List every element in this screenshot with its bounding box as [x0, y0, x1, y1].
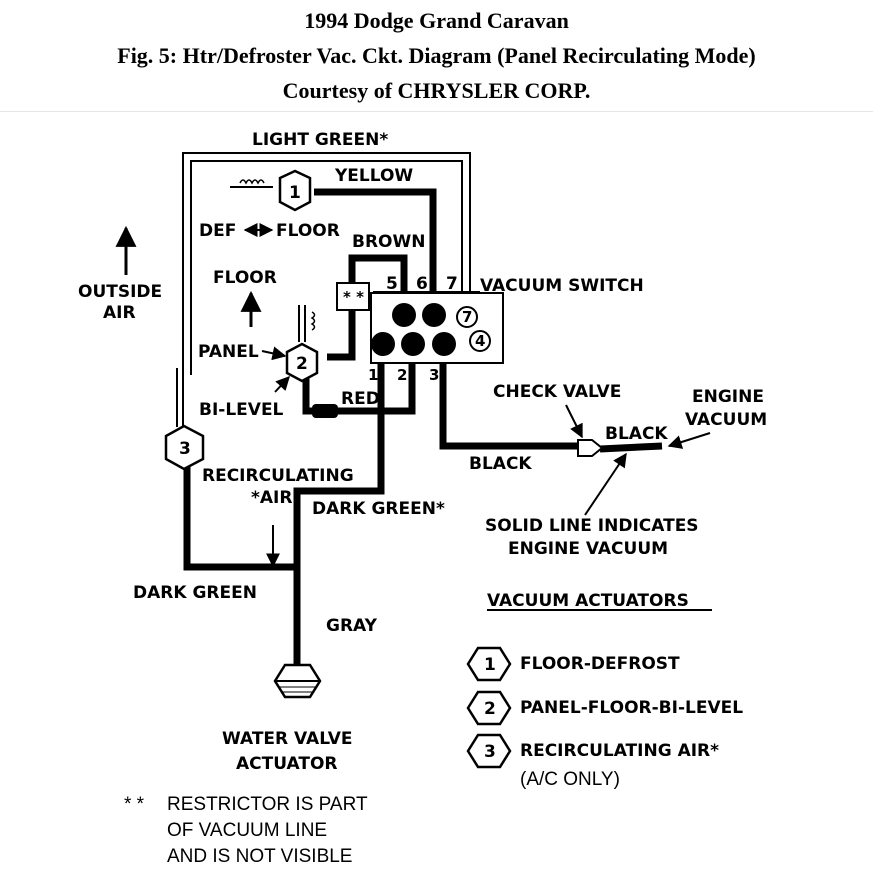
- black-left-label: BLACK: [469, 454, 532, 474]
- solid-line-label-1: SOLID LINE INDICATES: [485, 516, 699, 536]
- floor-dest-label: FLOOR: [276, 221, 340, 241]
- restrictor-footnote: * * RESTRICTOR IS PART OF VACUUM LINE AN…: [124, 794, 368, 867]
- port-4-ring-label: 4: [475, 332, 485, 350]
- legend-title: VACUUM ACTUATORS: [487, 591, 689, 611]
- port-6: [422, 303, 446, 327]
- port-5: [392, 303, 416, 327]
- recirculating-air-label: *AIR: [251, 488, 292, 508]
- port-5-label: 5: [386, 274, 398, 294]
- actuator-2: 2: [285, 305, 319, 383]
- dark-green-star-line: [293, 350, 385, 567]
- restrictor-box-label: * *: [343, 288, 364, 306]
- solid-line-arrow: [584, 452, 627, 516]
- legend-num-3: 3: [484, 742, 496, 762]
- legend-label-3: RECIRCULATING AIR*: [520, 741, 719, 761]
- engine-vacuum-arrow: [667, 432, 711, 449]
- port-3-label: 3: [429, 366, 439, 384]
- yellow-label: YELLOW: [334, 166, 413, 186]
- footnote-marker: * *: [124, 794, 145, 815]
- restrictor-box: * *: [336, 282, 370, 311]
- brown-line-lower: [327, 310, 356, 361]
- outside-air-label-1: OUTSIDE: [78, 282, 162, 302]
- actuator-3-label: 3: [179, 439, 191, 459]
- port-4-ring: [469, 330, 491, 352]
- actuator-1: 1: [230, 169, 312, 212]
- legend-hex-2: [466, 690, 512, 726]
- footnote-line-1: RESTRICTOR IS PART: [167, 794, 368, 815]
- vacuum-switch-label: VACUUM SWITCH: [480, 276, 644, 296]
- figure-caption: Fig. 5: Htr/Defroster Vac. Ckt. Diagram …: [117, 43, 756, 68]
- legend-num-2: 2: [484, 699, 496, 719]
- port-2-label: 2: [397, 366, 407, 384]
- port-3: [432, 332, 456, 356]
- engine-vacuum-line: [599, 442, 663, 453]
- def-label: DEF: [199, 221, 236, 241]
- legend-label-1: FLOOR-DEFROST: [520, 654, 680, 674]
- bi-level-arrow: [274, 375, 290, 393]
- solid-line-label-2: ENGINE VACUUM: [508, 539, 668, 559]
- figure-title-vehicle: 1994 Dodge Grand Caravan: [304, 8, 569, 33]
- footnote-line-3: AND IS NOT VISIBLE: [167, 846, 352, 867]
- port-7-ring-label: 7: [462, 308, 472, 326]
- recirculating-label: RECIRCULATING: [202, 466, 354, 486]
- footnote-line-2: OF VACUUM LINE: [167, 820, 327, 841]
- engine-vacuum-label-1: ENGINE: [692, 387, 764, 407]
- engine-vacuum-label-2: VACUUM: [685, 410, 767, 430]
- check-valve-arrow: [565, 404, 583, 439]
- port-1: [371, 332, 395, 356]
- yellow-line: [314, 188, 437, 312]
- panel-label: PANEL: [198, 342, 259, 362]
- water-valve-label-2: ACTUATOR: [236, 754, 338, 774]
- red-label: RED: [341, 389, 380, 409]
- actuator-2-label: 2: [296, 354, 308, 374]
- port-2: [401, 332, 425, 356]
- light-green-label: LIGHT GREEN*: [252, 130, 388, 150]
- water-valve-label-1: WATER VALVE: [222, 729, 352, 749]
- legend-num-1: 1: [484, 655, 496, 675]
- black-vacuum-line: [439, 350, 580, 450]
- port-7-label: 7: [446, 274, 458, 294]
- check-valve-label: CHECK VALVE: [493, 382, 621, 402]
- red-line: [302, 350, 416, 415]
- red-line-restrictor: [312, 404, 338, 418]
- dark-green-star-label: DARK GREEN*: [312, 499, 445, 519]
- check-valve: [577, 439, 604, 457]
- actuator-legend: VACUUM ACTUATORS 1 FLOOR-DEFROST 2 PANEL…: [466, 591, 743, 790]
- black-right-label: BLACK: [605, 424, 668, 444]
- port-6-label: 6: [416, 274, 428, 294]
- water-valve-actuator: [273, 663, 322, 699]
- brown-label: BROWN: [352, 232, 425, 252]
- floor-label: FLOOR: [213, 268, 277, 288]
- legend-hex-1: [466, 646, 512, 682]
- figure-credit: Courtesy of CHRYSLER CORP.: [282, 78, 591, 103]
- vacuum-switch: 7 4 5 6 7 1 2 3: [368, 274, 504, 384]
- legend-note: (A/C ONLY): [520, 769, 620, 790]
- outside-air-label-2: AIR: [103, 303, 136, 323]
- dark-green-line: [183, 466, 297, 571]
- port-1-label: 1: [368, 366, 378, 384]
- gray-label: GRAY: [326, 616, 378, 636]
- bi-level-label: BI-LEVEL: [199, 400, 284, 420]
- light-green-line: [182, 152, 471, 375]
- actuator-3: 3: [164, 368, 205, 471]
- dark-green-label: DARK GREEN: [133, 583, 257, 603]
- figure-header: 1994 Dodge Grand Caravan Fig. 5: Htr/Def…: [0, 0, 873, 112]
- legend-hex-3: [466, 733, 512, 769]
- brown-line: [348, 254, 408, 312]
- actuator-1-label: 1: [289, 183, 301, 203]
- legend-label-2: PANEL-FLOOR-BI-LEVEL: [520, 698, 743, 718]
- panel-arrow: [261, 346, 287, 361]
- port-7-ring: [456, 306, 478, 328]
